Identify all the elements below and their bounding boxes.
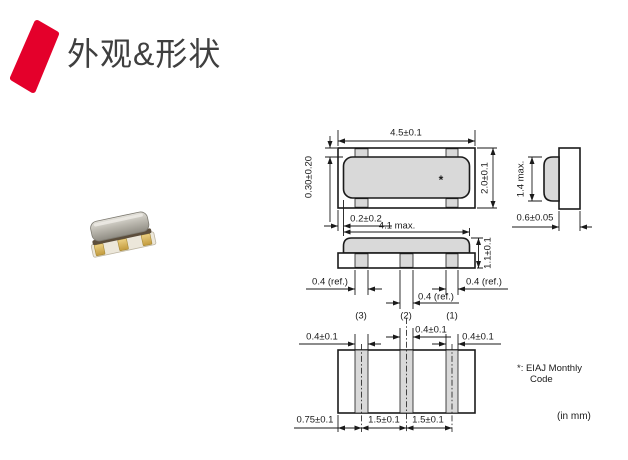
dim-pad-left-label: 0.4±0.1 <box>306 331 338 343</box>
dim-cap-side-margin-label: 0.2±0.2 <box>350 213 382 225</box>
pin-3-label: (3) <box>355 310 367 322</box>
dim-pad-mid-label: 0.4±0.1 <box>415 324 447 336</box>
dim-cap-top-margin-label: 0.30±0.20 <box>303 155 315 199</box>
front-view <box>306 228 508 309</box>
eiaj-note-line2: Code <box>530 374 553 385</box>
bottom-view <box>294 318 501 432</box>
pin-1-label: (1) <box>446 310 458 322</box>
dim-edge-to-pad-label: 0.75±0.1 <box>296 414 334 426</box>
dim-top-width-label: 4.5±0.1 <box>390 127 422 139</box>
component-photo <box>90 211 157 258</box>
brand-mark-icon <box>10 20 59 93</box>
dim-cap-height-label: 1.4 max. <box>515 160 527 198</box>
side-view <box>512 147 592 231</box>
eiaj-mark: * <box>438 173 444 187</box>
dim-elec-mid-label: 0.4 (ref.) <box>418 291 454 303</box>
dim-top-height-label: 2.0±0.1 <box>479 162 491 194</box>
dim-pitch-left-label: 1.5±0.1 <box>368 414 400 426</box>
eiaj-note-line1: *: EIAJ Monthly <box>517 363 582 374</box>
dim-cap-width-label: 4.1 max. <box>378 220 416 232</box>
dim-elec-right-label: 0.4 (ref.) <box>466 276 502 288</box>
units-note: (in mm) <box>557 411 591 422</box>
dim-pitch-right-label: 1.5±0.1 <box>412 414 444 426</box>
dim-pad-right-label: 0.4±0.1 <box>462 331 494 343</box>
pin-2-label: (2) <box>400 310 412 322</box>
dim-elec-left-label: 0.4 (ref.) <box>312 276 348 288</box>
page-title: 外观&形状 <box>67 36 222 72</box>
dim-body-height-label: 1.1±0.1 <box>482 237 494 269</box>
dim-thickness-label: 0.6±0.05 <box>516 212 554 224</box>
top-view <box>324 130 497 231</box>
